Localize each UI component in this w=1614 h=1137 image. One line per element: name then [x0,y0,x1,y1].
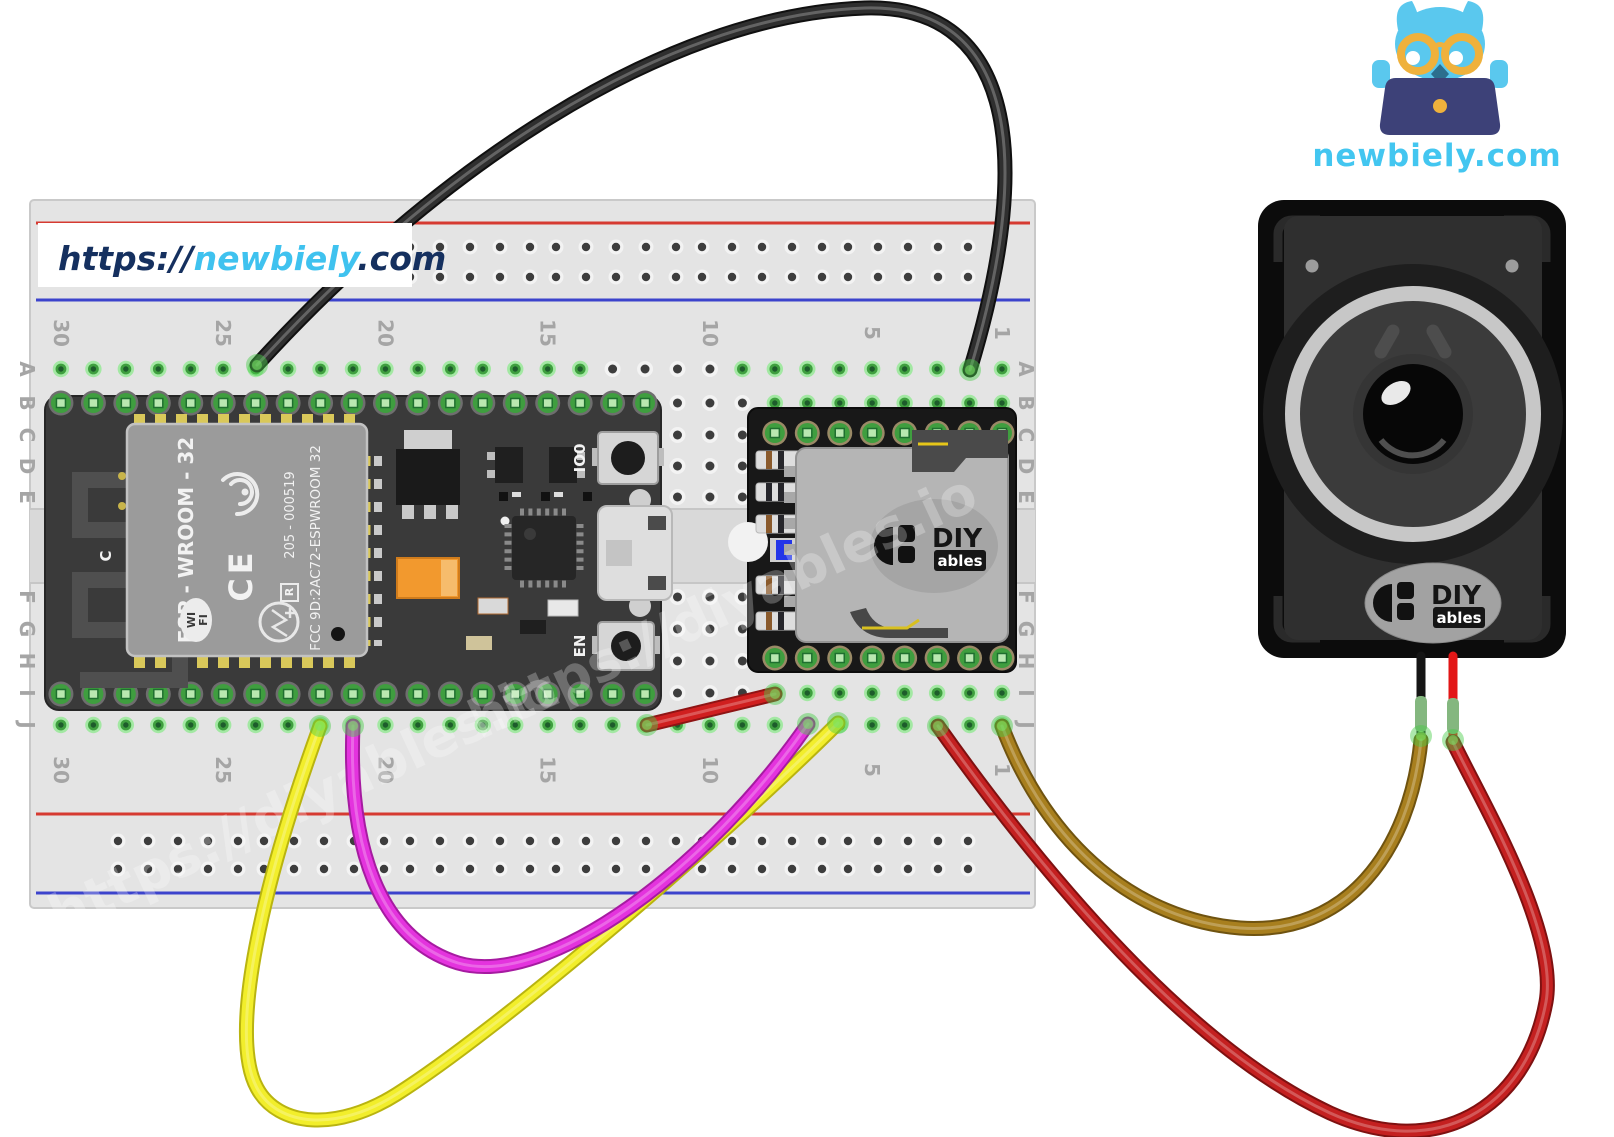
connection-glows [246,354,1464,751]
column-number: 15 [536,319,560,347]
row-letter: G [1014,621,1038,637]
url-site: newbiely [194,239,362,278]
owl-mascot-icon [1372,1,1508,135]
column-number: 20 [373,756,397,784]
mp3-player-module: DIY ables [728,407,1017,673]
esp32-board: C ESP - WROOM - 32 CE 205 - 000519 R FCC… [44,390,673,711]
row-letter: H [15,653,39,670]
logo-text: newbiely.com [1312,138,1561,174]
boot-button-label: IO0 [571,444,589,473]
speaker-diyables-logo: DIY ables [1364,562,1502,644]
screw [1305,259,1319,273]
speaker-cone [1263,264,1563,564]
espressif-logo-icon [221,472,260,517]
wifi-label-bottom: FI [197,614,210,626]
row-letter: J [1014,719,1038,728]
en-button[interactable] [592,621,660,671]
row-letter: B [1014,395,1038,410]
row-letter: I [15,689,39,696]
column-number: 20 [373,319,397,347]
newbiely-logo: newbiely.com [1312,1,1561,174]
column-number: 25 [211,756,235,784]
column-number: 30 [49,319,73,347]
speaker-logo-ables: ables [1436,609,1481,627]
main-chip [504,508,584,588]
reg-number: 205 - 000519 [283,471,298,558]
fcc-id: FCC 9D:2AC72-ESPWROOM 32 [308,445,324,651]
module-logo-diy: DIY [932,524,983,554]
esp32-header-pins [48,390,658,707]
column-number: 10 [698,756,722,784]
row-letter: J [15,719,39,728]
row-letter: C [15,428,39,443]
column-number: 15 [536,756,560,784]
url-badge: https://newbiely.com [38,223,446,287]
reg-r-mark: R [283,587,296,596]
module-diyables-logo: DIY ables [870,499,998,593]
antenna-label: C [97,550,115,561]
column-number: 30 [49,756,73,784]
row-letter: F [1014,590,1038,604]
cert-logo-icon [258,601,300,643]
micro-usb-port [597,489,673,617]
column-number: 1 [990,326,1014,340]
en-button-label: EN [571,635,589,658]
speaker-logo-diy: DIY [1431,581,1482,611]
regulator-tab [404,430,452,450]
url-tld: .com [357,239,446,278]
row-letter: E [1014,490,1038,504]
module-resistors [755,450,805,631]
jumper-wires [238,0,1555,1137]
column-number: 1 [990,763,1014,777]
boot-button[interactable] [592,431,664,485]
column-number: 10 [698,319,722,347]
transistor [549,447,577,483]
diyables-icon [1373,584,1392,622]
ce-mark: CE [222,548,260,601]
row-letter: E [15,490,39,504]
esp32-shield [125,422,369,658]
module-logo-ables: ables [937,552,982,570]
row-letter: B [15,395,39,410]
column-number: 5 [860,763,884,777]
row-letter: D [15,458,39,475]
row-letter: H [1014,653,1038,670]
transistor [495,447,523,483]
screw [1505,259,1519,273]
column-number: 5 [860,326,884,340]
voltage-regulator [396,449,460,505]
lead-sleeve [1447,698,1459,734]
row-letter: C [1014,428,1038,443]
svg-text:https://newbiely.com: https://newbiely.com [58,239,446,278]
column-number: 25 [211,319,235,347]
row-letter: F [15,590,39,604]
wifi-label-top: WI [185,612,198,628]
diyables-icon [874,527,893,565]
row-letter: A [1014,361,1038,377]
row-letter: G [15,621,39,637]
url-protocol: https:// [58,239,197,278]
row-letter: A [15,361,39,377]
speaker: DIY ables [1258,200,1566,742]
lead-sleeve [1415,696,1427,732]
row-letter: D [1014,458,1038,475]
wifi-logo-icon [180,598,212,642]
row-letter: I [1014,689,1038,696]
